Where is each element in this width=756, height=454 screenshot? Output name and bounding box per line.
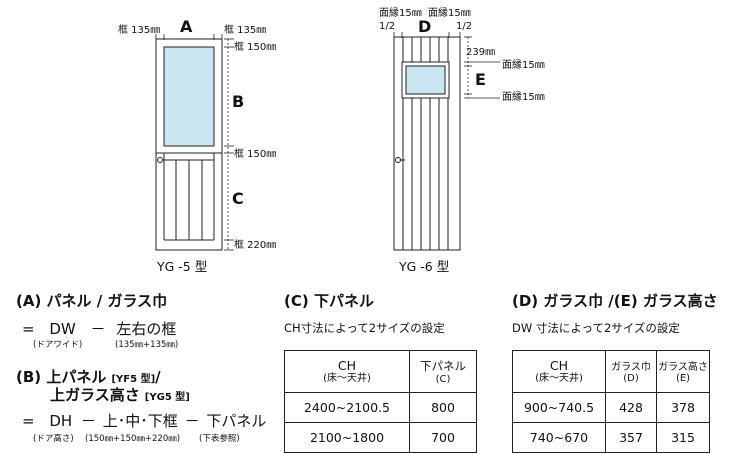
section-b-heading-2: 上ガラス高さ [YG5 型]	[50, 384, 190, 405]
equals: =	[22, 412, 35, 430]
table-row: 2100~1800 700	[284, 422, 477, 453]
table-row: 900~740.5 428 378	[512, 392, 710, 423]
slash: /	[155, 368, 161, 386]
table-row: 2400~2100.5 800	[284, 392, 477, 423]
section-c-subtitle: CH寸法によって2サイズの設定	[284, 321, 445, 335]
yg6-dim-lines	[393, 32, 500, 99]
rails-note: (150㎜+150㎜+220㎜)	[85, 434, 181, 444]
table-row: 740~670 357 315	[512, 422, 710, 453]
section-a-heading: (A) パネル / ガラス巾	[16, 292, 168, 310]
yg6-outline	[393, 36, 461, 251]
yf5-tag: [YF5 型]	[111, 374, 156, 385]
table-cell: 900~740.5	[512, 392, 606, 423]
ch-header: CH (床～天井)	[284, 350, 410, 393]
yg6-handle	[395, 157, 405, 163]
glass-height-header-label: ガラス高さ	[658, 362, 708, 373]
door-diagrams	[155, 32, 500, 251]
lower-panel-header-sub: (C)	[435, 373, 451, 385]
yg5-top-frame-label: 框 150㎜	[234, 42, 277, 53]
yg5-tag: [YG5 型]	[144, 392, 190, 403]
glass-width-header-label: ガラス巾	[611, 362, 651, 373]
side-frames-term: 左右の框	[116, 320, 177, 338]
minus: －	[184, 412, 200, 430]
yg6-edge-top-label: 面縁15㎜	[502, 60, 545, 71]
yg5-frame-right-label: 框 135㎜	[224, 25, 267, 36]
yg6-top-offset-label: 239㎜	[466, 47, 496, 58]
yg6-edge-bottom-label: 面縁15㎜	[502, 92, 545, 103]
ch-header: CH (床～天井)	[512, 350, 606, 393]
ch-header-label: CH	[337, 358, 357, 373]
table-cell: 700	[409, 422, 477, 453]
ch-header-label: CH	[549, 358, 569, 373]
section-b-prefix: (B)	[16, 368, 47, 386]
section-c-label: C	[232, 189, 244, 208]
section-a-formula: = DW － 左右の框	[22, 318, 176, 339]
section-de-subtitle: DW 寸法によって2サイズの設定	[512, 321, 680, 335]
lower-panel-header: 下パネル (C)	[409, 350, 477, 393]
yg5-outline	[155, 38, 223, 251]
yg5-glass	[163, 46, 215, 147]
dw-note: (ドアワイド)	[33, 340, 83, 350]
table-cell: 378	[656, 392, 710, 423]
glass-width-header-sub: (D)	[623, 373, 639, 384]
table-cell: 428	[605, 392, 657, 423]
yg5-bottom-frame-label: 框 220㎜	[234, 240, 277, 251]
ch-header-sub: (床～天井)	[323, 373, 371, 384]
yg6-edge-right-label: 面縁15㎜	[428, 8, 471, 19]
table-cell: 2100~1800	[284, 422, 410, 453]
section-b-formula: = DH － 上･中･下框 － 下パネル	[22, 410, 266, 431]
glass-size-table: CH (床～天井) ガラス巾 (D) ガラス高さ (E) 900~740.5 4…	[512, 350, 710, 453]
table-cell: 740~670	[512, 422, 606, 453]
section-b-heading: (B) 上パネル [YF5 型]/	[16, 366, 161, 387]
yg6-glass	[405, 65, 446, 95]
yg6-half-left-label: 1/2	[379, 21, 396, 32]
table-cell: 315	[656, 422, 710, 453]
minus: －	[90, 320, 106, 338]
yg5-door	[155, 38, 223, 251]
section-de-heading: (D) ガラス巾 /(E) ガラス高さ	[512, 292, 718, 310]
section-e-label: E	[475, 70, 486, 89]
table-cell: 357	[605, 422, 657, 453]
lower-panel-term: 下パネル	[206, 412, 267, 430]
upper-panel-label: 上パネル	[46, 368, 107, 386]
glass-height-header-sub: (E)	[675, 373, 691, 384]
yg5-handle	[157, 157, 167, 163]
yg6-title: YG -6 型	[399, 259, 450, 274]
equals: =	[22, 320, 35, 338]
ch-header-sub: (床～天井)	[535, 373, 583, 384]
lower-panel-note: (下表参照)	[199, 434, 240, 444]
section-b-label: B	[232, 92, 245, 111]
upper-glass-height-label: 上ガラス高さ	[50, 386, 140, 404]
minus: －	[80, 412, 96, 430]
section-c-heading: (C) 下パネル	[284, 292, 374, 310]
yg5-dim-lines	[155, 34, 234, 251]
yg5-mid-frame-label: 框 150㎜	[234, 149, 277, 160]
section-a-label: A	[180, 17, 193, 36]
lower-panel-table: CH (床～天井) 下パネル (C) 2400~2100.5 800 2100~…	[284, 350, 477, 453]
glass-height-header: ガラス高さ (E)	[656, 350, 710, 393]
dh-note: (ドア高さ)	[33, 434, 74, 444]
dw-term: DW	[49, 320, 76, 338]
yg5-frame-left-label: 框 135㎜	[118, 25, 161, 36]
yg5-title: YG -5 型	[157, 259, 208, 274]
section-d-label: D	[418, 17, 432, 36]
lower-panel-header-label: 下パネル	[420, 358, 466, 373]
table-cell: 2400~2100.5	[284, 392, 410, 423]
dh-term: DH	[49, 412, 73, 430]
rails-term: 上･中･下框	[102, 412, 178, 430]
yg6-door	[393, 36, 461, 251]
side-frames-note: (135㎜+135㎜)	[115, 340, 179, 350]
glass-width-header: ガラス巾 (D)	[605, 350, 657, 393]
yg6-edge-left-label: 面縁15㎜	[379, 8, 422, 19]
yg6-half-right-label: 1/2	[456, 21, 473, 32]
table-cell: 800	[409, 392, 477, 423]
